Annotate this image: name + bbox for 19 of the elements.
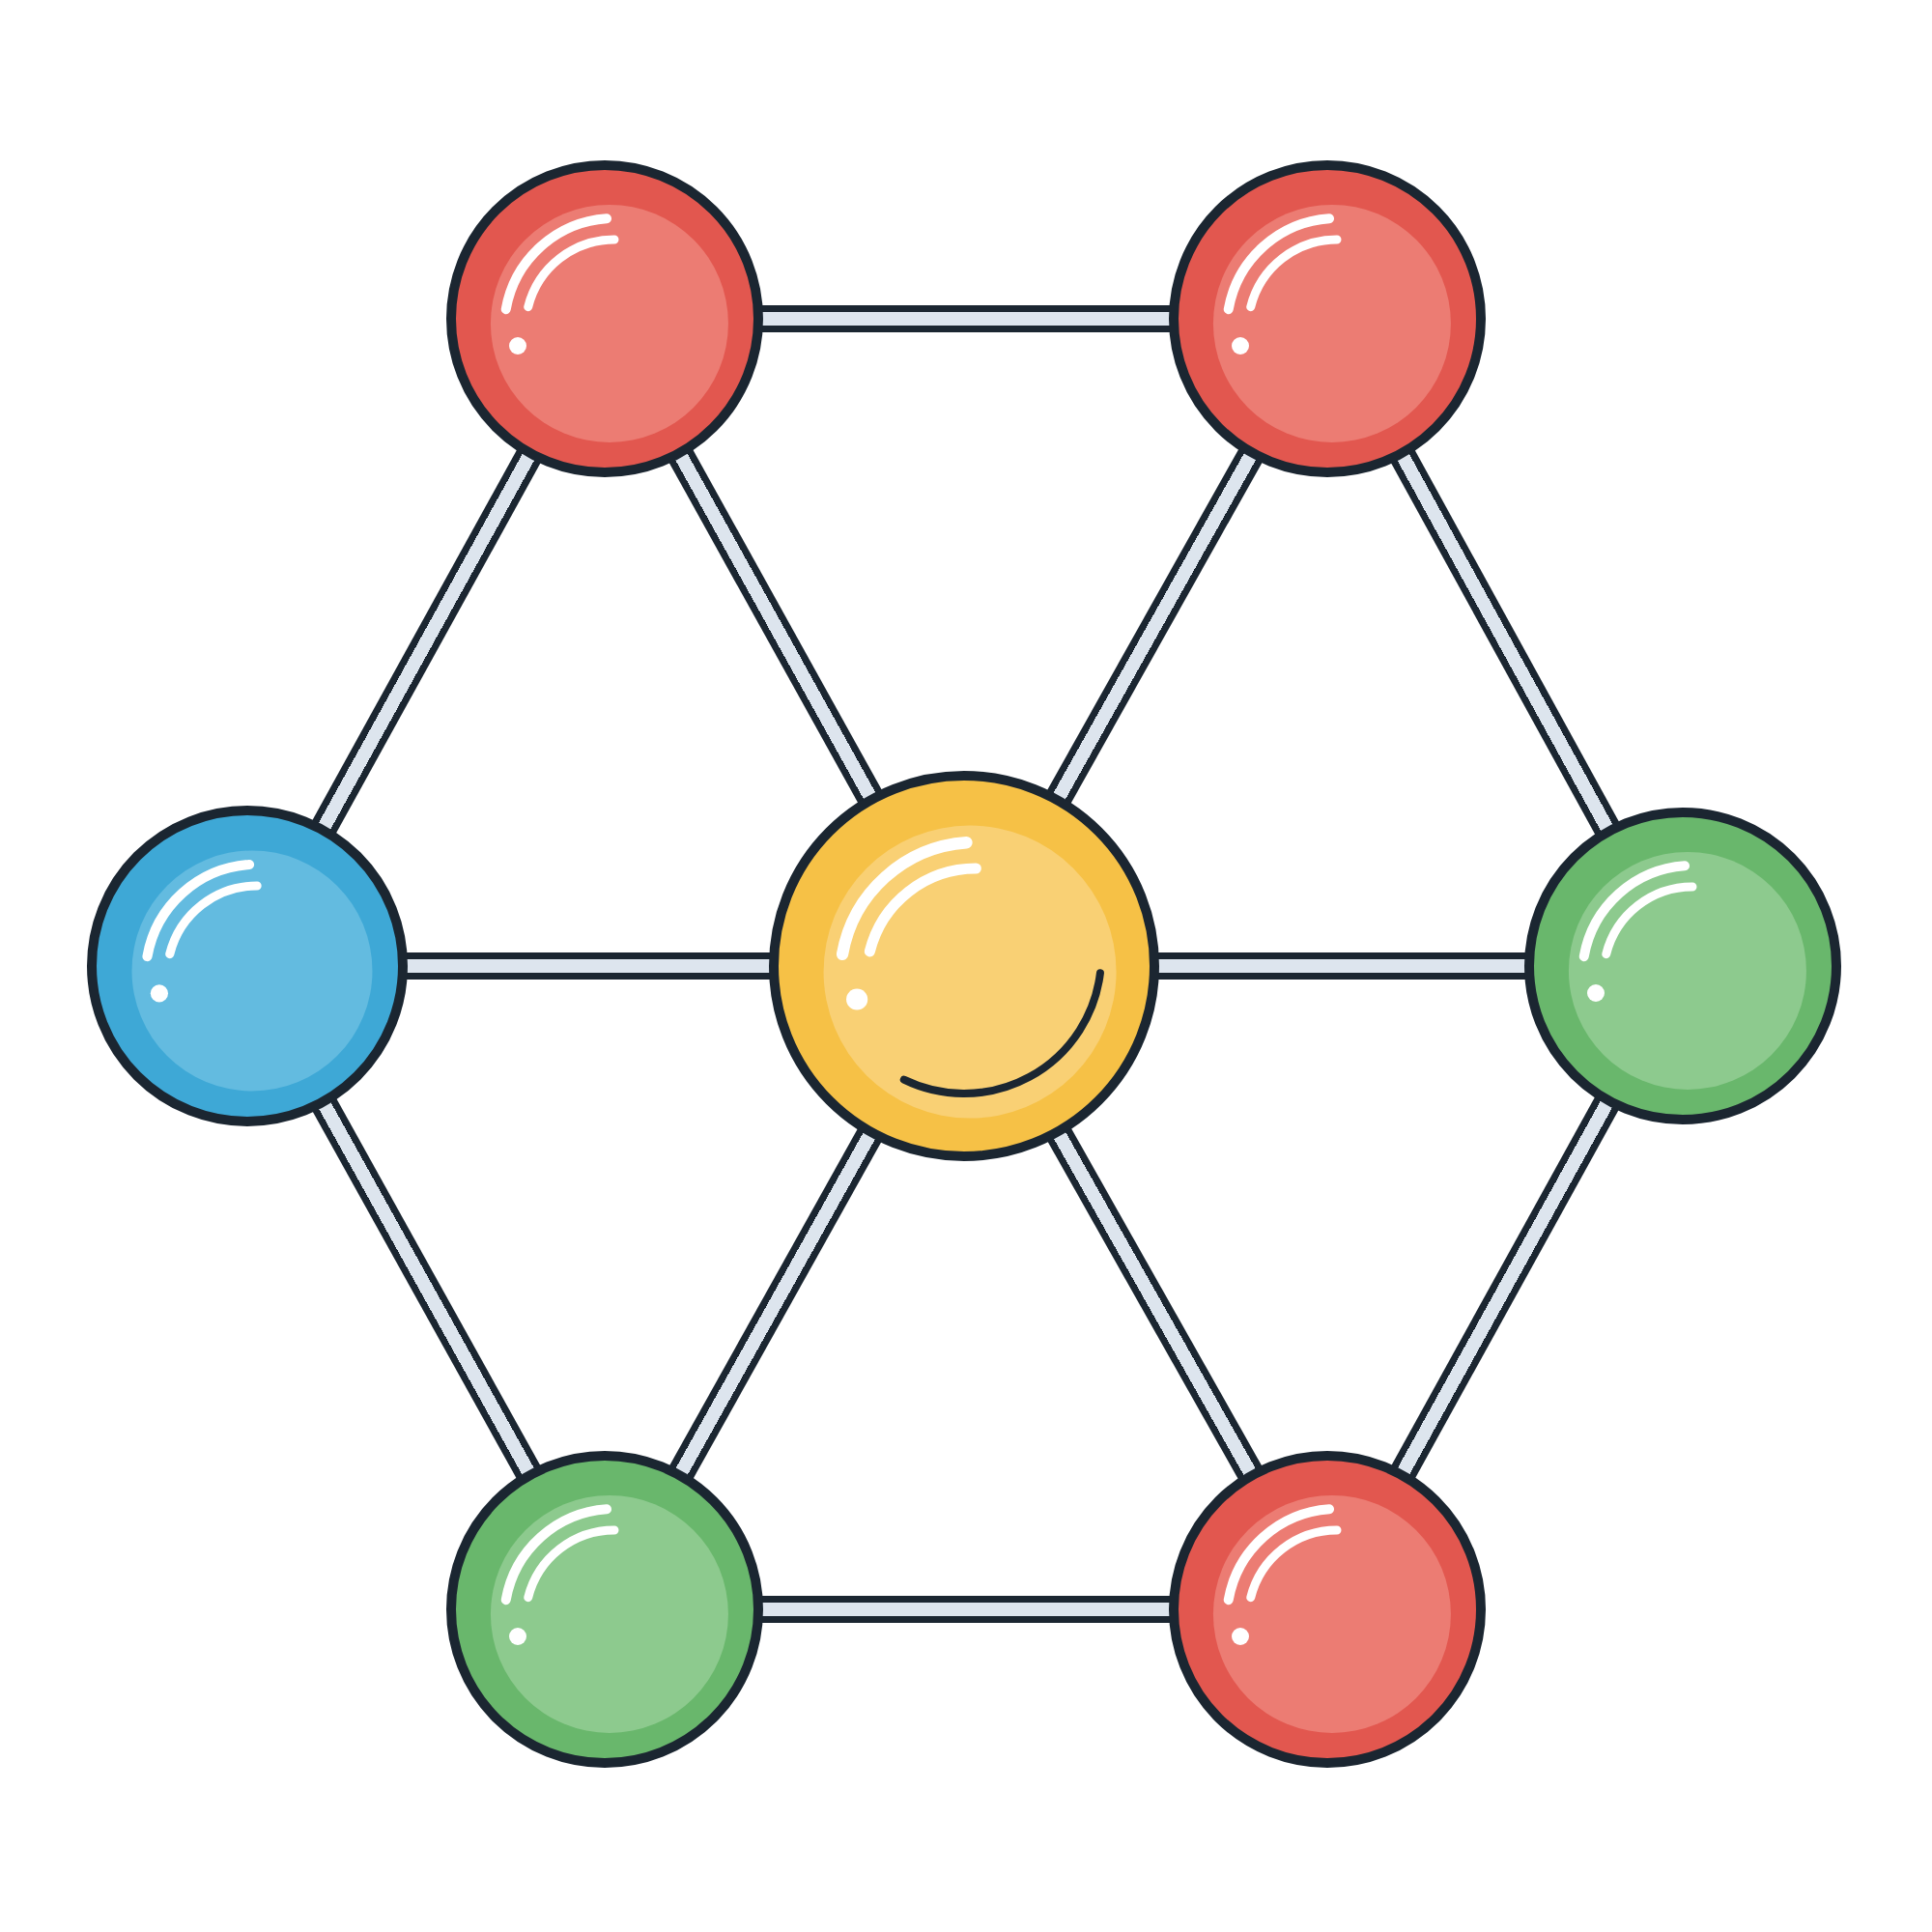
connector-line	[312, 1097, 541, 1480]
connector-line	[406, 952, 771, 980]
connector-line	[1157, 952, 1526, 980]
connector-line	[761, 1596, 1171, 1623]
sphere-node	[769, 771, 1159, 1161]
sphere-node	[446, 1451, 763, 1768]
sphere-node	[1169, 1451, 1486, 1768]
connector-line	[668, 448, 883, 804]
connector-line	[668, 1127, 882, 1480]
connector-line	[312, 449, 541, 835]
connector-line	[1391, 1096, 1619, 1479]
connector-line	[1046, 448, 1263, 805]
sphere-node	[1169, 160, 1486, 477]
connector-line	[761, 305, 1171, 332]
connector-line	[1390, 449, 1620, 836]
connector-line	[1047, 1127, 1263, 1480]
sphere-node	[87, 806, 408, 1126]
sphere-node	[446, 160, 763, 477]
sphere-node	[1524, 808, 1841, 1124]
